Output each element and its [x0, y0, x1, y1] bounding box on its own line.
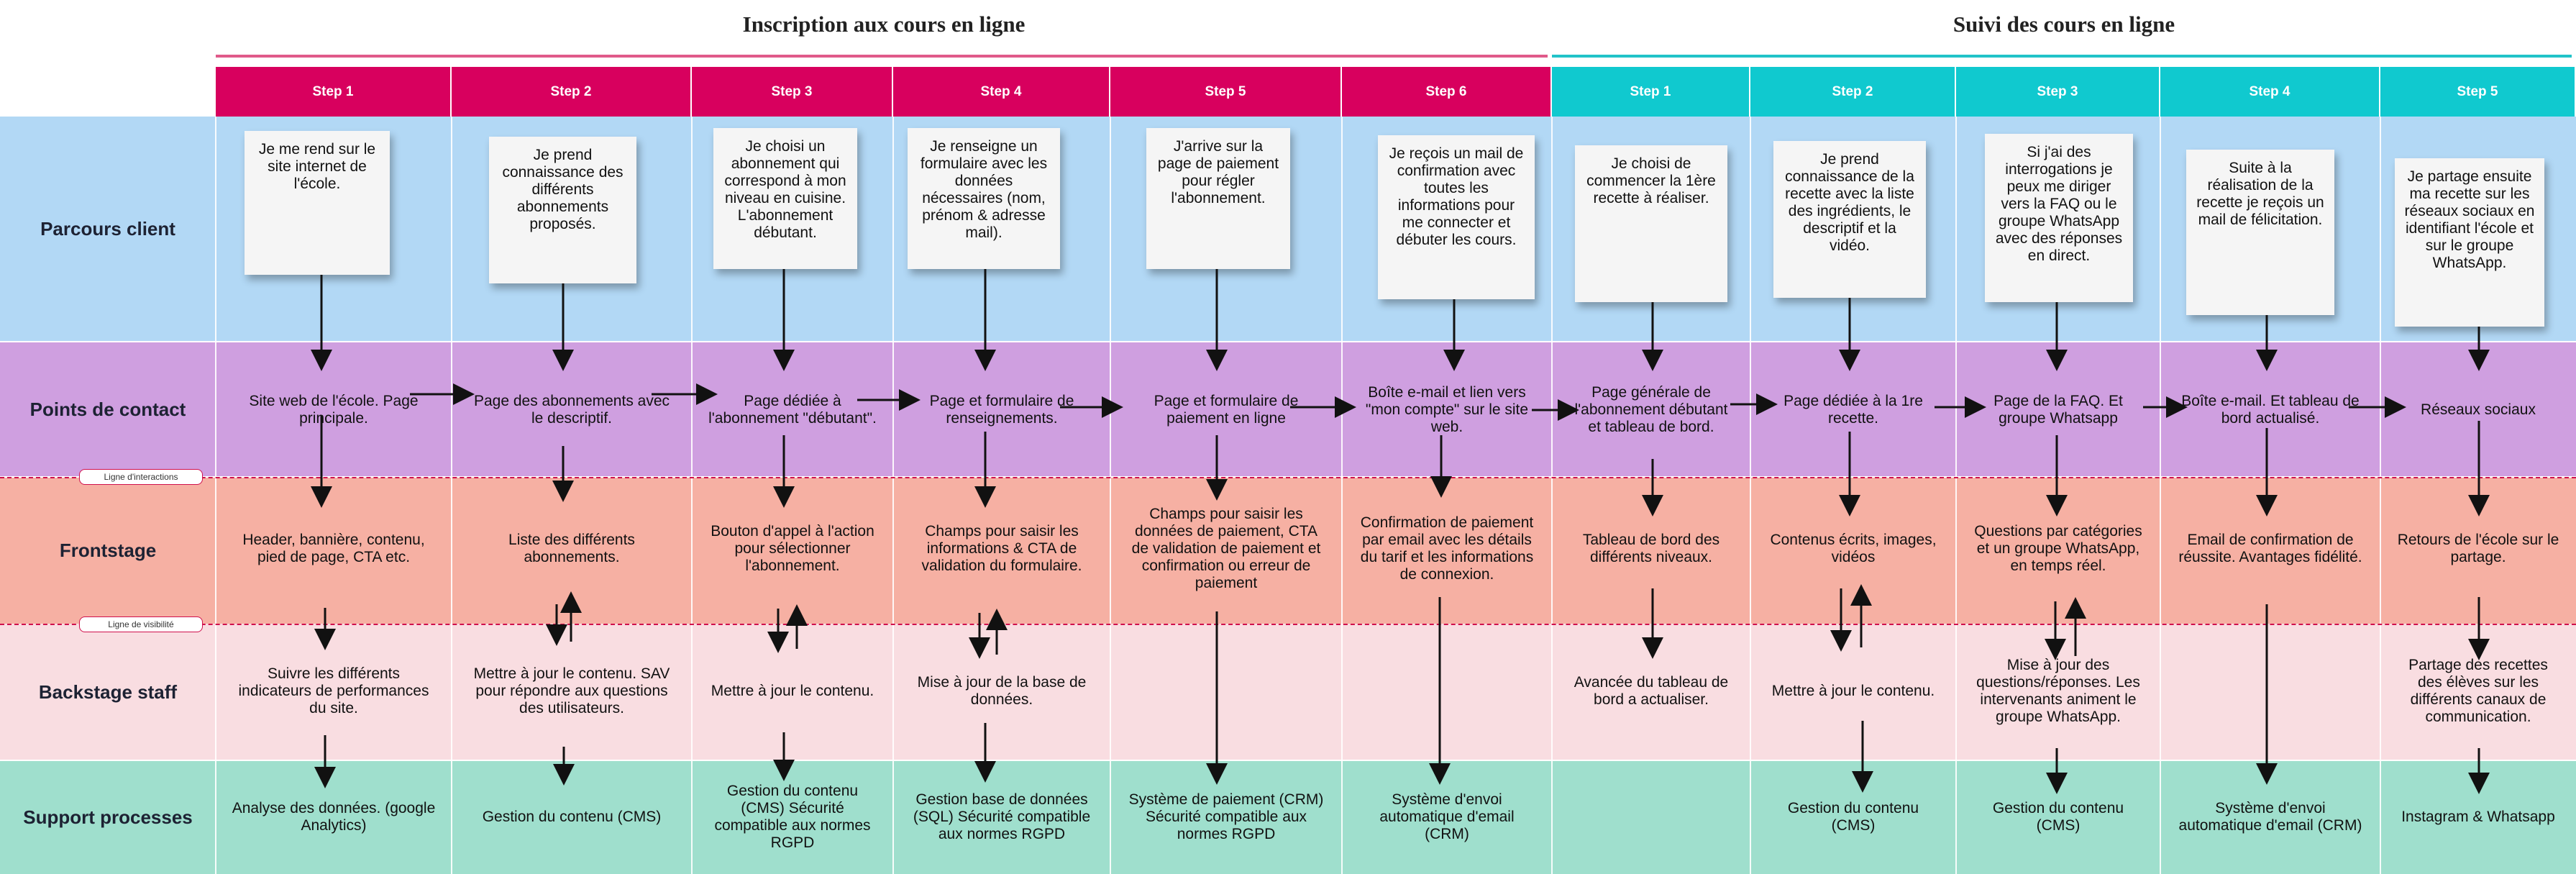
- phase-title: Suivi des cours en ligne: [1952, 12, 2175, 37]
- touchpoint-text: Boîte e-mail. Et tableau de bord actuali…: [2181, 393, 2360, 427]
- support-text: Gestion du contenu (CMS): [1787, 800, 1919, 834]
- frontstage-text: Liste des différents abonnements.: [508, 532, 635, 565]
- support-text: Analyse des données. (google Analytics): [232, 800, 436, 834]
- step-header: Step 3: [1956, 67, 2160, 117]
- touchpoint-text: Page dédiée à l'abonnement "débutant".: [708, 393, 877, 427]
- backstage-band: [0, 624, 2576, 760]
- step-header: Step 2: [1750, 67, 1956, 117]
- customer-action-note: J'arrive sur la page de paiement pour ré…: [1146, 128, 1290, 269]
- frontstage-text: Retours de l'école sur le partage.: [2397, 532, 2559, 565]
- backstage-text: Partage des recettes des élèves sur les …: [2408, 657, 2548, 725]
- step-header: Step 6: [1342, 67, 1552, 117]
- support-text: Gestion base de données (SQL) Sécurité c…: [913, 791, 1091, 842]
- phase-underline: [216, 55, 1548, 58]
- step-header: Step 5: [1110, 67, 1342, 117]
- customer-action-note: Je choisi un abonnement qui correspond à…: [713, 128, 857, 269]
- backstage-text: Mettre à jour le contenu.: [1771, 683, 1935, 699]
- visibility-line-tag: Ligne de visibilité: [79, 616, 203, 632]
- row-divider: [0, 341, 2576, 342]
- interaction-line: [0, 477, 2576, 478]
- column-divider: [2380, 117, 2381, 874]
- column-divider: [1551, 117, 1553, 874]
- frontstage-text: Email de confirmation de réussite. Avant…: [2178, 532, 2362, 565]
- customer-action-note: Je partage ensuite ma recette sur les ré…: [2395, 158, 2544, 327]
- support-text: Système d'envoi automatique d'email (CRM…: [2178, 800, 2362, 834]
- frontstage-text: Bouton d'appel à l'action pour sélection…: [711, 523, 874, 574]
- backstage-text: Mettre à jour le contenu.: [711, 683, 874, 699]
- column-divider: [1341, 117, 1343, 874]
- row-label: Support processes: [23, 806, 193, 828]
- row-label: Backstage staff: [38, 680, 178, 703]
- frontstage-text: Questions par catégories et un groupe Wh…: [1974, 523, 2142, 574]
- backstage-text: Mettre à jour le contenu. SAV pour répon…: [473, 665, 670, 716]
- touchpoint-text: Page de la FAQ. Et groupe Whatsapp: [1993, 393, 2123, 427]
- backstage-text: Mise à jour des questions/réponses. Les …: [1976, 657, 2140, 725]
- support-text: Système de paiement (CRM) Sécurité compa…: [1128, 791, 1324, 842]
- column-divider: [1955, 117, 1957, 874]
- frontstage-text: Confirmation de paiement par email avec …: [1360, 514, 1534, 583]
- phase-title: Inscription aux cours en ligne: [742, 12, 1026, 37]
- row-label: Parcours client: [40, 218, 175, 240]
- step-header: Step 2: [452, 67, 692, 117]
- step-header: Step 5: [2380, 67, 2576, 117]
- frontstage-text: Tableau de bord des différents niveaux.: [1582, 532, 1720, 565]
- customer-action-note: Si j'ai des interrogations je peux me di…: [1985, 134, 2133, 302]
- support-processes-band: [0, 760, 2576, 874]
- frontstage-text: Header, bannière, contenu, pied de page,…: [242, 532, 425, 565]
- interaction-line-tag: Ligne d'interactions: [79, 469, 203, 485]
- touchpoint-text: Page générale de l'abonnement débutant e…: [1574, 384, 1728, 435]
- touchpoint-text: Réseaux sociaux: [2421, 401, 2536, 418]
- customer-action-note: Je me rend sur le site internet de l'éco…: [245, 131, 390, 275]
- column-divider: [1750, 117, 1751, 874]
- step-header: Step 3: [692, 67, 893, 117]
- column-divider: [892, 117, 894, 874]
- frontstage-text: Champs pour saisir les données de paieme…: [1131, 506, 1321, 591]
- column-divider: [1110, 117, 1111, 874]
- backstage-text: Mise à jour de la base de données.: [917, 674, 1087, 708]
- touchpoint-text: Page et formulaire de paiement en ligne: [1154, 393, 1299, 427]
- row-label: Points de contact: [29, 398, 186, 420]
- column-divider: [2160, 117, 2161, 874]
- points-de-contact-band: [0, 342, 2576, 477]
- frontstage-text: Champs pour saisir les informations & CT…: [921, 523, 1082, 574]
- customer-action-note: Je renseigne un formulaire avec les donn…: [908, 128, 1060, 269]
- customer-action-note: Je reçois un mail de confirmation avec t…: [1378, 135, 1535, 299]
- touchpoint-text: Boîte e-mail et lien vers "mon compte" s…: [1365, 384, 1529, 435]
- backstage-text: Suivre les différents indicateurs de per…: [238, 665, 429, 716]
- column-divider: [215, 117, 216, 874]
- column-divider: [451, 117, 452, 874]
- step-header: Step 4: [2160, 67, 2380, 117]
- touchpoint-text: Page dédiée à la 1re recette.: [1783, 393, 1923, 427]
- phase-underline: [1552, 55, 2572, 58]
- support-text: Gestion du contenu (CMS) Sécurité compat…: [714, 783, 871, 851]
- customer-action-note: Je prend connaissance des différents abo…: [489, 137, 636, 283]
- support-text: Gestion du contenu (CMS): [482, 809, 662, 825]
- touchpoint-text: Page et formulaire de renseignements.: [929, 393, 1074, 427]
- touchpoint-text: Site web de l'école. Page principale.: [249, 393, 419, 427]
- step-header: Step 4: [893, 67, 1110, 117]
- customer-action-note: Je prend connaissance de la recette avec…: [1773, 141, 1926, 298]
- support-text: Instagram & Whatsapp: [2401, 809, 2555, 825]
- customer-action-note: Suite à la réalisation de la recette je …: [2186, 150, 2334, 315]
- step-header: Step 1: [216, 67, 452, 117]
- support-text: Système d'envoi automatique d'email (CRM…: [1379, 791, 1515, 842]
- backstage-text: Avancée du tableau de bord a actualiser.: [1574, 674, 1729, 708]
- frontstage-text: Contenus écrits, images, vidéos: [1770, 532, 1937, 565]
- support-text: Gestion du contenu (CMS): [1992, 800, 2124, 834]
- row-label: Frontstage: [59, 539, 157, 561]
- customer-action-note: Je choisi de commencer la 1ère recette à…: [1575, 145, 1727, 302]
- touchpoint-text: Page des abonnements avec le descriptif.: [473, 393, 670, 427]
- row-divider: [0, 760, 2576, 761]
- step-header: Step 1: [1552, 67, 1750, 117]
- frontstage-band: [0, 477, 2576, 624]
- visibility-line: [0, 624, 2576, 625]
- column-divider: [691, 117, 693, 874]
